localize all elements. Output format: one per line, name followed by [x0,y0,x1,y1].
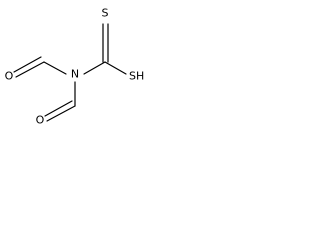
atom-labels: N S SH O O [5,7,145,127]
bond-upper-c-o-2 [13,56,42,73]
atom-nitrogen: N [71,68,79,81]
atom-upper-oxygen: O [5,70,14,83]
bond-n-upper-carbonyl [43,61,67,75]
atom-lower-oxygen: O [36,114,45,127]
bond-n-thiocarbonyl [83,61,106,75]
molecule-structure: N S SH O O [5,7,145,127]
bond-c-sh [104,61,127,75]
bonds [13,23,127,122]
bond-lower-c-o-2 [44,100,73,117]
atom-thiol: SH [129,70,144,83]
bond-upper-c-o-1 [15,61,45,78]
atom-thione-sulfur: S [102,7,109,20]
bond-lower-c-o-1 [46,105,76,122]
